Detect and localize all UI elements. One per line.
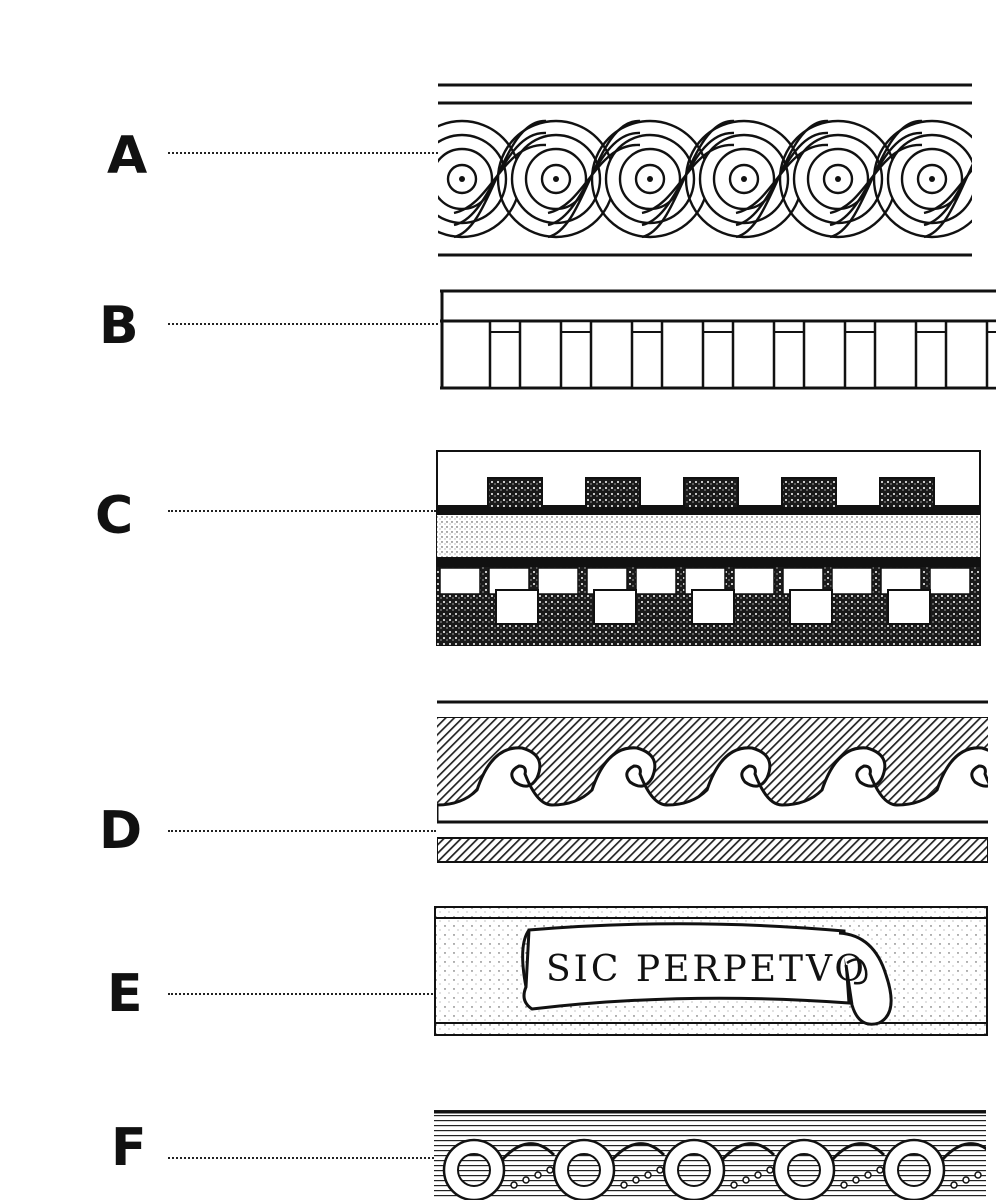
wave-scroll-drawing <box>437 700 988 863</box>
ornament-a-guilloche <box>438 83 972 258</box>
guilloche-circle <box>778 119 898 239</box>
guilloche-circle <box>684 119 804 239</box>
checker-block <box>635 567 677 595</box>
top-block <box>585 477 641 509</box>
ornament-b-dentil <box>440 288 996 392</box>
guilloche-circle <box>438 119 522 239</box>
checker-block <box>537 567 579 595</box>
leader-line-f <box>168 1157 434 1159</box>
dentil-drawing <box>440 289 996 390</box>
leader-line-d <box>168 830 436 832</box>
leader-line-b <box>168 323 438 325</box>
top-block <box>879 477 935 509</box>
ornament-d-wave-scroll <box>437 700 988 865</box>
ornament-e-banner: SIC PERPETVO <box>434 905 988 1037</box>
ornate-scroll-drawing <box>434 1110 986 1200</box>
leader-line-a <box>168 152 438 154</box>
top-block <box>683 477 739 509</box>
lower-block <box>691 589 735 625</box>
label-f: F <box>111 1118 147 1178</box>
lower-block <box>593 589 637 625</box>
lower-block <box>887 589 931 625</box>
banner-drawing: SIC PERPETVO <box>434 906 988 1036</box>
wave-scroll-path <box>437 746 988 822</box>
guilloche-band <box>453 143 547 215</box>
guilloche-drawing <box>438 83 972 257</box>
checker-block <box>733 567 775 595</box>
guilloche-band <box>829 143 923 215</box>
ornament-c-band <box>436 450 981 646</box>
leader-line-c <box>168 510 436 512</box>
top-block <box>781 477 837 509</box>
stepped-band-drawing <box>436 450 981 646</box>
label-b: B <box>99 296 139 356</box>
label-c: C <box>95 486 134 546</box>
banner-text: SIC PERPETVO <box>546 949 867 990</box>
label-d: D <box>99 801 143 861</box>
ornament-f-ornate-scroll <box>434 1110 986 1200</box>
guilloche-band <box>923 168 972 215</box>
top-block <box>487 477 543 509</box>
lower-block <box>789 589 833 625</box>
leader-line-e <box>168 993 436 995</box>
guilloche-band <box>547 143 641 215</box>
checker-block <box>831 567 873 595</box>
lower-block <box>495 589 539 625</box>
dentil-block <box>985 319 996 390</box>
label-e: E <box>107 964 143 1024</box>
label-a: A <box>107 126 148 186</box>
guilloche-band <box>641 143 735 215</box>
guilloche-circle <box>872 119 972 239</box>
guilloche-band <box>735 143 829 215</box>
checker-block <box>929 567 971 595</box>
guilloche-circle <box>496 119 616 239</box>
checker-block <box>439 567 481 595</box>
guilloche-circle <box>590 119 710 239</box>
